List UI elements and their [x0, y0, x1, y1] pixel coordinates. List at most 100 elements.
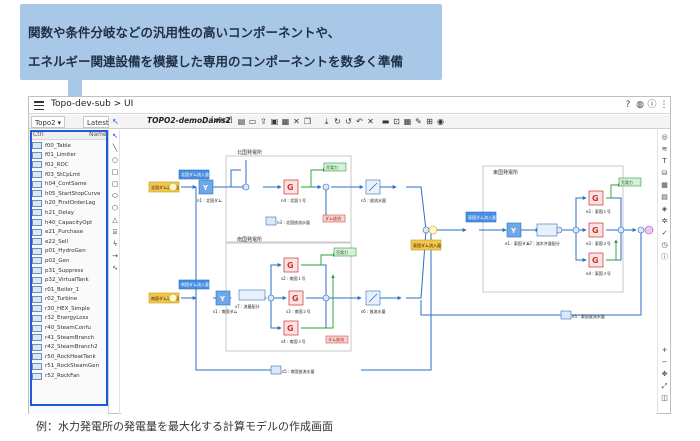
circle-tool-icon[interactable]: ○: [111, 156, 119, 164]
cylinder-tool-icon[interactable]: ⌸: [112, 228, 118, 236]
camera-icon[interactable]: ◉: [437, 117, 444, 126]
component-list-item[interactable]: h40_CapacityOpt: [29, 218, 108, 228]
code-icon[interactable]: ⊡: [393, 117, 400, 126]
north-plant-region[interactable]: [225, 155, 352, 243]
settings-icon[interactable]: ✲: [661, 217, 668, 225]
north-dam-label-box[interactable]: [178, 169, 210, 180]
component-list-item[interactable]: r50_RockHeatTank: [29, 352, 108, 362]
bolt-tool-icon[interactable]: ϟ: [112, 240, 118, 248]
diagram-canvas[interactable]: 北国発電所 南国発電所 東国発電所: [121, 130, 656, 414]
line-tool-icon[interactable]: ╲: [112, 144, 118, 152]
location-icon[interactable]: ◎: [661, 133, 668, 141]
component-list-item[interactable]: e22_Sell: [29, 237, 108, 247]
close-icon[interactable]: ✕: [367, 117, 374, 126]
select-tool-icon[interactable]: ↖: [112, 132, 118, 140]
status-icon[interactable]: ⓘ: [661, 253, 668, 261]
save-as-icon[interactable]: ▦: [281, 117, 290, 126]
ellipse-tool-icon[interactable]: ⬭: [112, 192, 118, 200]
east-dam-inflow-box[interactable]: [410, 239, 442, 251]
component-list-item[interactable]: p32_VirtualTank: [29, 275, 108, 285]
delete-icon[interactable]: ✕: [293, 117, 300, 126]
south-release-tag[interactable]: ダム放流: [325, 335, 349, 344]
tab-topo2[interactable]: Topo2▾: [31, 116, 65, 128]
undo-alt-icon[interactable]: ↶: [356, 117, 363, 126]
south-flow-valve[interactable]: [365, 290, 381, 306]
database-icon[interactable]: ⛁: [661, 169, 668, 177]
table-icon[interactable]: ▦: [661, 181, 668, 189]
file-icon[interactable]: ▤: [237, 117, 246, 126]
component-list-item[interactable]: r30_HEX_Simple: [29, 304, 108, 314]
component-list-item[interactable]: r02_Turbine: [29, 295, 108, 305]
east-dist-box[interactable]: [536, 223, 558, 237]
north-dam-node[interactable]: Y: [198, 179, 214, 195]
south-dam-node[interactable]: Y: [215, 290, 231, 306]
zoom-in-icon[interactable]: +: [661, 346, 668, 354]
more-vert-icon[interactable]: ⋮: [659, 100, 669, 110]
monitor-icon[interactable]: ▬: [381, 117, 390, 126]
north-junction-node[interactable]: [242, 183, 250, 191]
north-merge-node[interactable]: [322, 183, 330, 191]
north-release-tank[interactable]: [265, 216, 277, 226]
component-list-item[interactable]: p02_Gen: [29, 256, 108, 266]
component-list-item[interactable]: r42_SteamBranch2: [29, 342, 108, 352]
download-icon[interactable]: ⤓: [324, 117, 329, 126]
edit-icon[interactable]: ✎: [415, 117, 422, 126]
south-dam-inflow-box[interactable]: [148, 292, 180, 304]
component-list-item[interactable]: h05_StartStopCurve: [29, 189, 108, 199]
check-icon[interactable]: ✓: [661, 229, 668, 237]
east-gen-2[interactable]: G: [588, 222, 604, 238]
component-list-item[interactable]: e21_Purchase: [29, 227, 108, 237]
component-list-item[interactable]: f00_Table: [29, 141, 108, 151]
upload-icon[interactable]: ⇪: [260, 117, 267, 126]
expand-icon[interactable]: ⤢: [661, 382, 668, 390]
triangle-tool-icon[interactable]: △: [112, 216, 118, 224]
north-dam-inflow-box[interactable]: [148, 181, 180, 193]
component-list-item[interactable]: f01_Limiter: [29, 151, 108, 161]
save-icon[interactable]: ▣: [270, 117, 279, 126]
outlet-sink[interactable]: [644, 225, 654, 235]
stack-icon[interactable]: ◈: [661, 205, 668, 213]
export-icon[interactable]: ⊞: [426, 117, 433, 126]
south-branch-node[interactable]: [267, 294, 275, 302]
rounded-rect-tool-icon[interactable]: ▢: [111, 180, 119, 188]
help-icon[interactable]: ?: [625, 100, 631, 110]
redo-icon[interactable]: ↻: [334, 117, 341, 126]
component-list-item[interactable]: r32_EnergyLoss: [29, 314, 108, 324]
grid-icon[interactable]: ▦: [403, 117, 412, 126]
north-flow-valve[interactable]: [365, 179, 381, 195]
component-list-item[interactable]: h21_Delay: [29, 208, 108, 218]
south-dam-label-box[interactable]: [178, 279, 210, 290]
tab-latest[interactable]: Latest: [83, 116, 109, 128]
wave-tool-icon[interactable]: ∿: [112, 264, 118, 272]
east-merge-node[interactable]: [617, 226, 625, 234]
south-merge-node[interactable]: [322, 294, 330, 302]
component-list-item[interactable]: h20_FirstOrderLag: [29, 199, 108, 209]
component-list-item[interactable]: f02_ROC: [29, 160, 108, 170]
component-list-item[interactable]: h04_ContSame: [29, 179, 108, 189]
south-power-tag[interactable]: 売電力: [333, 247, 357, 257]
east-release-tank[interactable]: [560, 310, 572, 320]
south-gen-1[interactable]: G: [283, 257, 299, 273]
east-junction-node[interactable]: [422, 226, 430, 234]
component-list-item[interactable]: r41_SteamBranch: [29, 333, 108, 343]
menu-icon[interactable]: [34, 101, 44, 110]
pointer-icon[interactable]: ↖: [112, 117, 119, 126]
east-power-tag[interactable]: 売電力: [618, 177, 642, 187]
north-power-tag[interactable]: 売電力: [323, 162, 347, 172]
layers-icon[interactable]: ≋: [661, 145, 668, 153]
hexagon-tool-icon[interactable]: ⬡: [111, 204, 119, 212]
minimap-icon[interactable]: ◫: [661, 394, 668, 402]
component-list-item[interactable]: r52_RockFan: [29, 371, 108, 381]
east-inflow-source[interactable]: [428, 225, 438, 235]
chart-icon[interactable]: ▤: [661, 193, 668, 201]
north-inflow-source[interactable]: [168, 182, 178, 192]
east-gen-1[interactable]: G: [588, 190, 604, 206]
south-intake-box[interactable]: [238, 289, 266, 301]
clock-icon[interactable]: ◷: [661, 241, 668, 249]
arrow-tool-icon[interactable]: →: [112, 252, 118, 260]
fit-icon[interactable]: ✥: [661, 370, 668, 378]
component-list-item[interactable]: r40_SteamConfu: [29, 323, 108, 333]
mid-dam-inflow-box[interactable]: [465, 211, 497, 223]
copy-icon[interactable]: ❐: [303, 117, 312, 126]
component-list-item[interactable]: p31_Suppress: [29, 266, 108, 276]
